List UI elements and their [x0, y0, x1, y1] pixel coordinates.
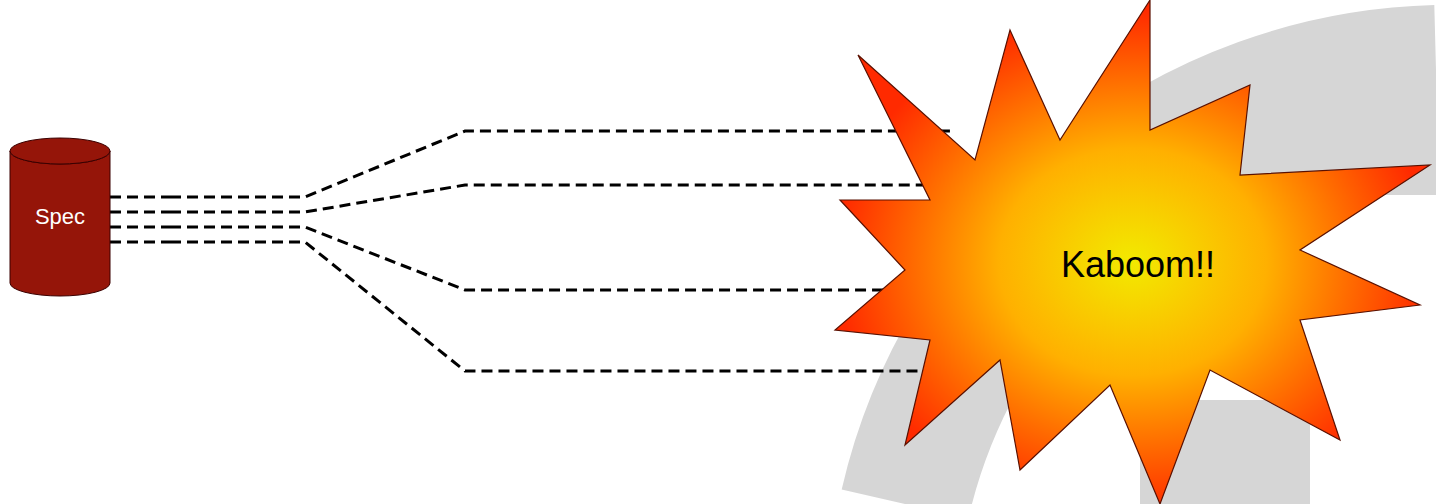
dashed-connector — [170, 185, 955, 212]
connector-stub — [110, 211, 170, 214]
node-label: Spec — [10, 204, 110, 230]
dashed-connector — [170, 131, 955, 197]
dashed-connector — [170, 242, 955, 371]
cylinder-body — [10, 151, 110, 296]
connector-stub — [110, 196, 170, 199]
connector-stub — [110, 226, 170, 229]
storage-cylinder: Spec — [10, 138, 110, 296]
starburst: Kaboom!! — [840, 0, 1436, 504]
cylinder-top — [10, 138, 110, 164]
node-label: Kaboom!! — [840, 244, 1436, 286]
connector-stub — [110, 241, 170, 244]
dashed-connector — [170, 227, 955, 290]
